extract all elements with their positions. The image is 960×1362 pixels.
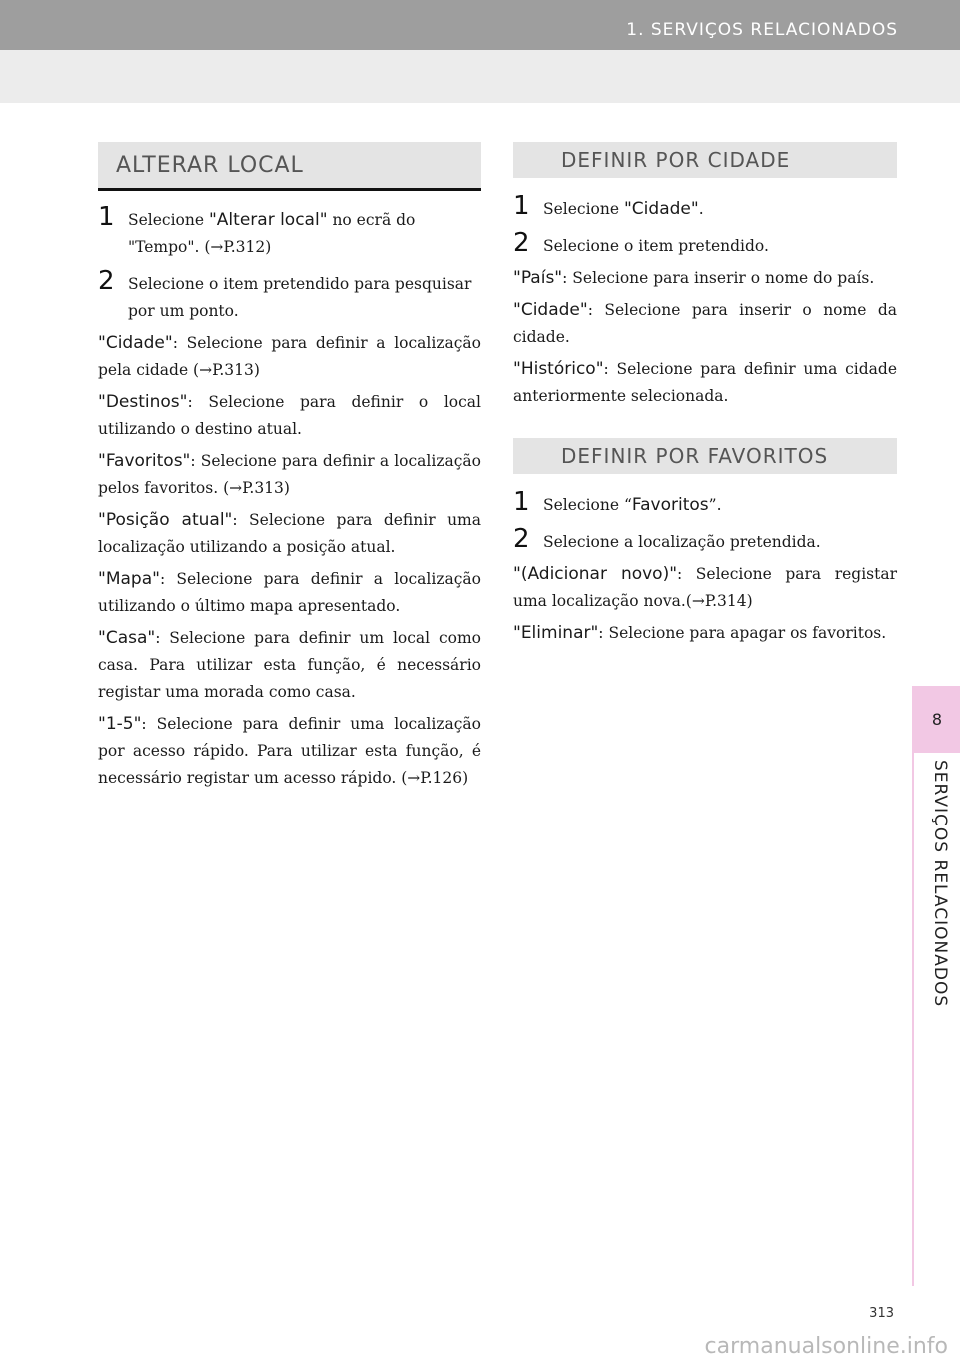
option-item: "Cidade": Selecione para definir a local… — [98, 330, 481, 384]
section-heading-definir-por-cidade: DEFINIR POR CIDADE — [513, 142, 897, 178]
option-text: : Selecione para inserir o nome da cidad… — [513, 301, 897, 346]
option-keyword: "Mapa" — [98, 569, 160, 589]
step-text: Selecione — [128, 211, 209, 229]
option-keyword: "(Adicionar novo)" — [513, 564, 678, 584]
chapter-side-label: SERVIÇOS RELACIONADOS — [930, 760, 950, 1008]
step-number: 2 — [513, 524, 530, 554]
step-keyword: "Cidade" — [623, 199, 699, 219]
right-column: DEFINIR POR CIDADE 1 Selecione "Cidade".… — [513, 142, 897, 647]
side-tab-line — [912, 686, 914, 1286]
step-1: 1 Selecione "Alterar local" no ecrã do "… — [98, 202, 481, 261]
option-item: "País": Selecione para inserir o nome do… — [513, 265, 897, 292]
chapter-tab: 8 — [914, 686, 960, 753]
step-text: . — [698, 200, 704, 218]
option-keyword: "Cidade" — [513, 300, 588, 320]
step-keyword: "Alterar local" — [208, 210, 328, 230]
step-number: 1 — [98, 202, 115, 232]
step-number: 1 — [513, 191, 530, 221]
option-item: "Casa": Selecione para definir um local … — [98, 625, 481, 706]
step-text: ”. — [708, 496, 722, 514]
section-heading-alterar-local: ALTERAR LOCAL — [98, 142, 481, 191]
option-keyword: "Destinos" — [98, 392, 188, 412]
step-text: Selecione — [543, 200, 624, 218]
option-keyword: "Eliminar" — [513, 623, 599, 643]
option-text: : Selecione para definir um local como c… — [98, 629, 481, 701]
option-text: : Selecione para definir a localização p… — [98, 334, 481, 379]
step-text: no ecrã do "Tempo". (→P.312) — [128, 211, 416, 256]
step-1: 1 Selecione "Cidade". — [513, 191, 897, 223]
step-text: Selecione “ — [543, 496, 632, 514]
option-item: "Favoritos": Selecione para definir a lo… — [98, 448, 481, 502]
option-text: : Selecione para definir o local utiliza… — [98, 393, 481, 438]
header-subbar — [0, 50, 960, 103]
option-text: : Selecione para inserir o nome do país. — [562, 269, 875, 287]
option-text: : Selecione para definir uma localização… — [98, 511, 481, 556]
option-item: "Destinos": Selecione para definir o loc… — [98, 389, 481, 443]
option-item: "Cidade": Selecione para inserir o nome … — [513, 297, 897, 351]
page-number: 313 — [869, 1306, 894, 1321]
step-text: Selecione o item pretendido para pesquis… — [128, 275, 472, 320]
step-text: Selecione a localização pretendida. — [543, 533, 821, 551]
option-text: : Selecione para definir a localização u… — [98, 570, 481, 615]
option-keyword: "Favoritos" — [98, 451, 191, 471]
option-item: "Mapa": Selecione para definir a localiz… — [98, 566, 481, 620]
option-text: : Selecione para registar uma localizaçã… — [513, 565, 897, 610]
section-heading-definir-por-favoritos: DEFINIR POR FAVORITOS — [513, 438, 897, 474]
header-bar: 1. SERVIÇOS RELACIONADOS — [0, 0, 960, 50]
option-item: "Histórico": Selecione para definir uma … — [513, 356, 897, 410]
header-title: 1. SERVIÇOS RELACIONADOS — [626, 20, 898, 40]
chapter-number: 8 — [931, 710, 943, 729]
step-keyword: Favoritos — [631, 495, 709, 515]
option-keyword: "País" — [513, 268, 563, 288]
step-1: 1 Selecione “Favoritos”. — [513, 487, 897, 519]
option-item: "Posição atual": Selecione para definir … — [98, 507, 481, 561]
step-number: 2 — [98, 266, 115, 296]
option-text: : Selecione para definir a localização p… — [98, 452, 481, 497]
option-item: "(Adicionar novo)": Selecione para regis… — [513, 561, 897, 615]
step-number: 1 — [513, 487, 530, 517]
option-keyword: "Histórico" — [513, 359, 604, 379]
step-number: 2 — [513, 228, 530, 258]
option-item: "Eliminar": Selecione para apagar os fav… — [513, 620, 897, 647]
step-2: 2 Selecione o item pretendido para pesqu… — [98, 266, 481, 325]
option-text: : Selecione para definir uma localização… — [98, 715, 481, 787]
option-keyword: "Casa" — [98, 628, 156, 648]
option-keyword: "Cidade" — [98, 333, 173, 353]
option-text: : Selecione para apagar os favoritos. — [598, 624, 887, 642]
option-item: "1-5": Selecione para definir uma locali… — [98, 711, 481, 792]
option-text: : Selecione para definir uma cidade ante… — [513, 360, 897, 405]
option-keyword: "Posição atual" — [98, 510, 233, 530]
step-2: 2 Selecione a localização pretendida. — [513, 524, 897, 556]
watermark: carmanualsonline.info — [704, 1334, 948, 1359]
step-2: 2 Selecione o item pretendido. — [513, 228, 897, 260]
option-keyword: "1-5" — [98, 714, 142, 734]
left-column: ALTERAR LOCAL 1 Selecione "Alterar local… — [98, 142, 481, 792]
step-text: Selecione o item pretendido. — [543, 237, 769, 255]
